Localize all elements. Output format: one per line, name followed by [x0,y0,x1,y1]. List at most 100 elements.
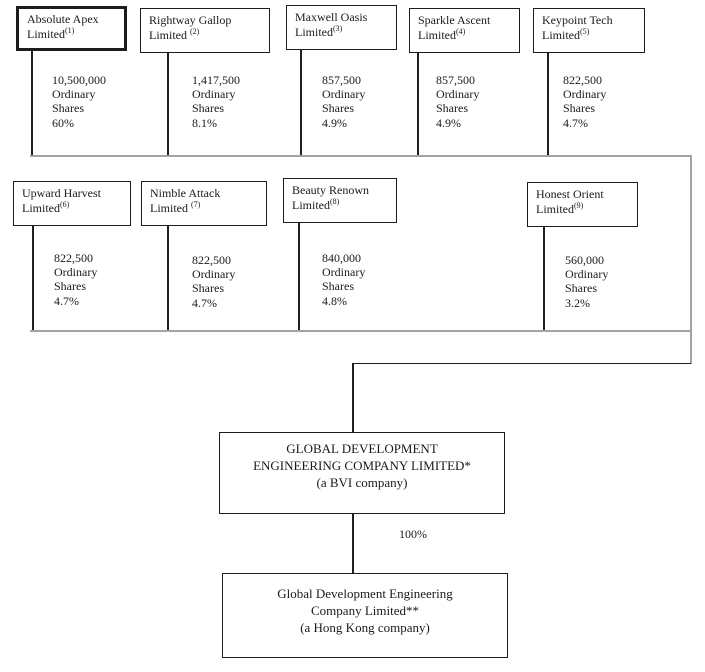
shareholding-detail-sparkle-ascent: 857,500 Ordinary Shares 4.9% [436,73,479,130]
shareholding-detail-nimble-attack: 822,500 Ordinary Shares 4.7% [192,253,235,310]
connector-bvi-to-hk [352,513,354,574]
shareholder-box-keypoint-tech: Keypoint Tech Limited(5) [533,8,645,53]
share-count: 857,500 [322,73,361,87]
company-name: Keypoint Tech [542,13,613,27]
shareholding-detail-rightway-gallop: 1,417,500 Ordinary Shares 8.1% [192,73,240,130]
shareholding-detail-upward-harvest: 822,500 Ordinary Shares 4.7% [54,251,97,308]
shareholder-box-beauty-renown: Beauty Renown Limited(8) [283,178,397,223]
shareholder-box-honest-orient: Honest Orient Limited(9) [527,182,638,227]
connector-elbow-horizontal [352,362,691,364]
share-type-word: Shares [563,101,595,116]
share-count: 10,500,000 [52,73,106,87]
company-name-line: Global Development Engineering [277,586,453,601]
footnote-ref: (8) [330,197,340,206]
share-count: 822,500 [54,251,93,265]
company-name: Rightway Gallop [149,13,232,27]
company-box-hongkong: Global Development Engineering Company L… [222,573,508,658]
share-type-word: Ordinary [322,87,366,102]
company-suffix: Limited [150,201,191,215]
footnote-ref: (9) [574,201,584,210]
shareholding-detail-beauty-renown: 840,000 Ordinary Shares 4.8% [322,251,365,308]
share-type-word: Shares [192,281,224,296]
company-name-line: Company Limited** [311,603,419,618]
shareholder-box-sparkle-ascent: Sparkle Ascent Limited(4) [409,8,520,53]
share-type-word: Ordinary [322,265,366,280]
footnote-ref: (5) [580,27,590,36]
share-type-word: Shares [565,281,597,296]
ownership-percent-label: 100% [399,527,427,541]
footnote-ref: (2) [190,27,200,36]
share-type-word: Ordinary [52,87,96,102]
footnote-ref: (3) [333,24,343,33]
shareholder-box-rightway-gallop: Rightway Gallop Limited (2) [140,8,270,53]
share-percent: 60% [52,115,74,130]
connector-right-riser [689,155,692,364]
share-type-word: Shares [322,279,354,294]
connector-bus-row2 [30,329,691,332]
company-jurisdiction: (a BVI company) [316,475,408,490]
connector-to-bvi-box [352,363,354,433]
shareholder-box-maxwell-oasis: Maxwell Oasis Limited(3) [286,5,397,50]
share-percent: 8.1% [192,115,217,130]
share-count: 840,000 [322,251,361,265]
share-type-word: Ordinary [563,87,607,102]
connector-drop-keypoint-tech [547,53,549,156]
share-percent: 4.8% [322,293,347,308]
footnote-ref: (7) [191,200,201,209]
company-jurisdiction: (a Hong Kong company) [300,620,430,635]
share-percent: 4.9% [322,115,347,130]
share-type-word: Ordinary [192,267,236,282]
company-suffix: Limited [542,28,580,42]
company-name-line: ENGINEERING COMPANY LIMITED* [253,458,471,473]
share-type-word: Ordinary [565,267,609,282]
share-percent: 4.9% [436,115,461,130]
share-type-word: Shares [436,101,468,116]
share-count: 822,500 [563,73,602,87]
shareholding-detail-absolute-apex: 10,500,000 Ordinary Shares 60% [52,73,106,130]
footnote-ref: (1) [65,26,75,35]
company-name: Absolute Apex [27,12,99,26]
share-type-word: Ordinary [436,87,480,102]
shareholder-box-upward-harvest: Upward Harvest Limited(6) [13,181,131,226]
share-percent: 4.7% [563,115,588,130]
connector-drop-sparkle-ascent [417,53,419,156]
company-suffix: Limited [22,201,60,215]
shareholding-detail-maxwell-oasis: 857,500 Ordinary Shares 4.9% [322,73,365,130]
company-suffix: Limited [295,25,333,39]
connector-drop-maxwell-oasis [300,50,302,156]
company-suffix: Limited [418,28,456,42]
company-suffix: Limited [27,27,65,41]
company-name: Upward Harvest [22,186,101,200]
connector-drop-nimble-attack [167,226,169,331]
share-type-word: Ordinary [54,265,98,280]
share-percent: 4.7% [54,293,79,308]
company-name: Sparkle Ascent [418,13,491,27]
footnote-ref: (6) [60,200,70,209]
connector-drop-beauty-renown [298,223,300,331]
share-percent: 4.7% [192,295,217,310]
share-type-word: Ordinary [192,87,236,102]
share-type-word: Shares [52,101,84,116]
share-count: 822,500 [192,253,231,267]
company-name: Honest Orient [536,187,604,201]
shareholder-box-absolute-apex: Absolute Apex Limited(1) [16,6,127,51]
company-name-line: GLOBAL DEVELOPMENT [286,441,438,456]
company-name: Nimble Attack [150,186,221,200]
share-count: 857,500 [436,73,475,87]
connector-bus-row1 [30,154,691,157]
connector-drop-rightway-gallop [167,53,169,156]
shareholding-detail-honest-orient: 560,000 Ordinary Shares 3.2% [565,253,608,310]
company-box-bvi: GLOBAL DEVELOPMENT ENGINEERING COMPANY L… [219,432,505,514]
shareholding-detail-keypoint-tech: 822,500 Ordinary Shares 4.7% [563,73,606,130]
connector-drop-upward-harvest [32,226,34,331]
share-type-word: Shares [54,279,86,294]
connector-drop-absolute-apex [31,51,33,156]
company-suffix: Limited [149,28,190,42]
shareholder-box-nimble-attack: Nimble Attack Limited (7) [141,181,267,226]
share-percent: 3.2% [565,295,590,310]
footnote-ref: (4) [456,27,466,36]
company-name: Maxwell Oasis [295,10,368,24]
share-type-word: Shares [322,101,354,116]
share-type-word: Shares [192,101,224,116]
